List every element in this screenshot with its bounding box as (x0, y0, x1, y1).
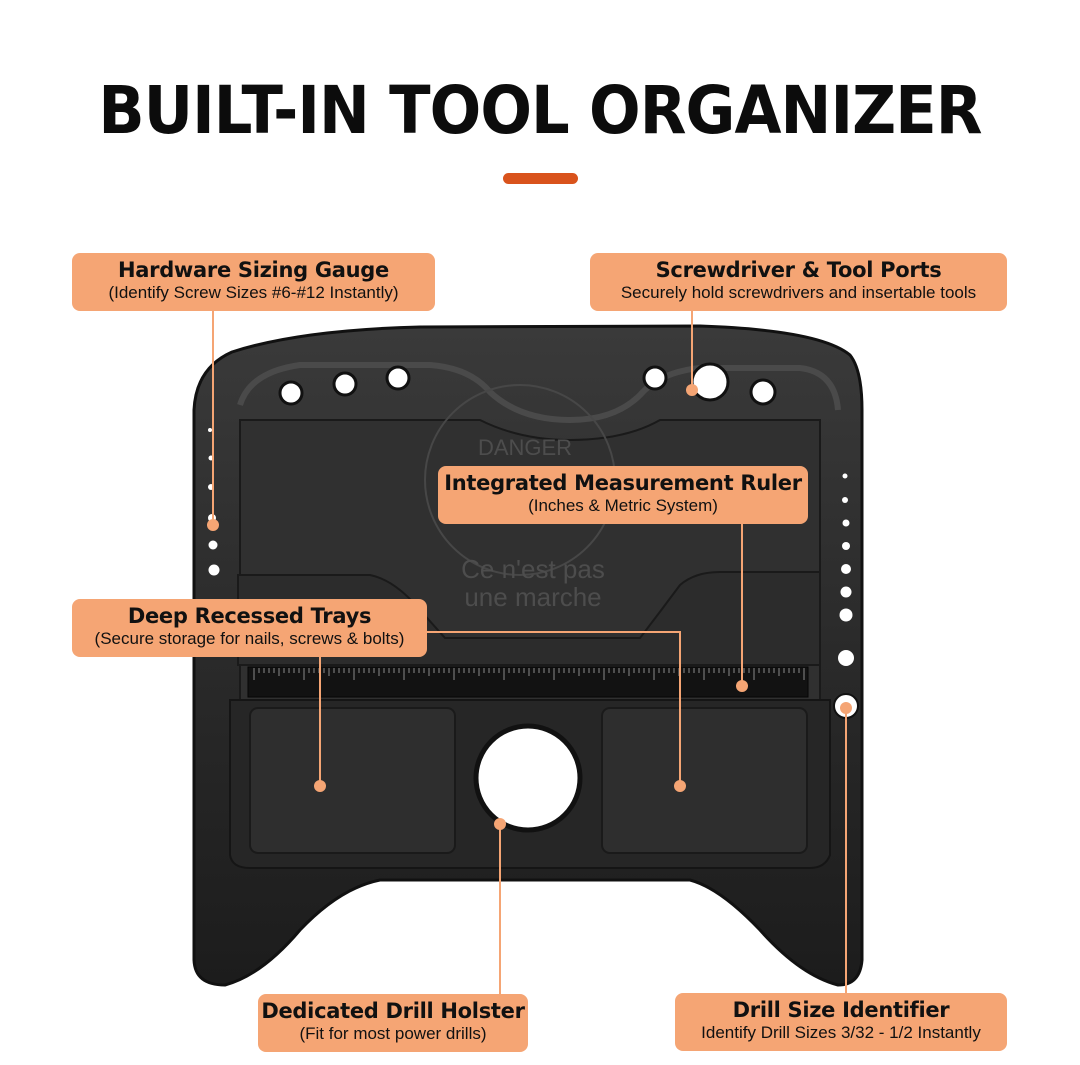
page-title: BUILT-IN TOOL ORGANIZER (98, 72, 982, 149)
callout-drill-size-identifier: Drill Size Identifier Identify Drill Siz… (675, 993, 1007, 1051)
callout-title: Dedicated Drill Holster (261, 999, 525, 1023)
stamp-danger-text: DANGER (478, 435, 572, 460)
callout-subtitle: (Identify Screw Sizes #6-#12 Instantly) (108, 283, 399, 302)
title-accent-bar (503, 173, 578, 184)
callout-title: Deep Recessed Trays (127, 604, 372, 628)
measurement-ruler (247, 666, 809, 698)
drill-holster-hole (473, 723, 583, 833)
callout-title: Drill Size Identifier (732, 998, 950, 1022)
stamp-line-2: une marche (464, 582, 601, 612)
callout-subtitle: (Fit for most power drills) (299, 1024, 487, 1043)
left-recessed-tray (249, 707, 456, 854)
leader-lines (212, 310, 847, 1000)
callout-title: Hardware Sizing Gauge (118, 258, 389, 282)
callout-tool-ports: Screwdriver & Tool Ports Securely hold s… (590, 253, 1007, 311)
top-rim (237, 362, 841, 424)
callout-recessed-trays: Deep Recessed Trays (Secure storage for … (72, 599, 427, 657)
leader-dots (207, 384, 852, 830)
stamp-line-1: Ce n'est pas (461, 554, 605, 584)
callout-title: Screwdriver & Tool Ports (655, 258, 942, 282)
callout-subtitle: (Secure storage for nails, screws & bolt… (94, 629, 405, 648)
right-tool-ports (642, 362, 777, 406)
callout-drill-holster: Dedicated Drill Holster (Fit for most po… (258, 994, 528, 1052)
callout-hardware-sizing-gauge: Hardware Sizing Gauge (Identify Screw Si… (72, 253, 435, 311)
callout-title: Integrated Measurement Ruler (444, 471, 802, 495)
callout-subtitle: Identify Drill Sizes 3/32 - 1/2 Instantl… (701, 1023, 981, 1042)
left-tool-ports (278, 365, 411, 406)
callout-subtitle: (Inches & Metric System) (528, 496, 718, 515)
right-recessed-tray (601, 707, 808, 854)
callout-subtitle: Securely hold screwdrivers and insertabl… (620, 283, 977, 302)
callout-measurement-ruler: Integrated Measurement Ruler (Inches & M… (438, 466, 808, 524)
